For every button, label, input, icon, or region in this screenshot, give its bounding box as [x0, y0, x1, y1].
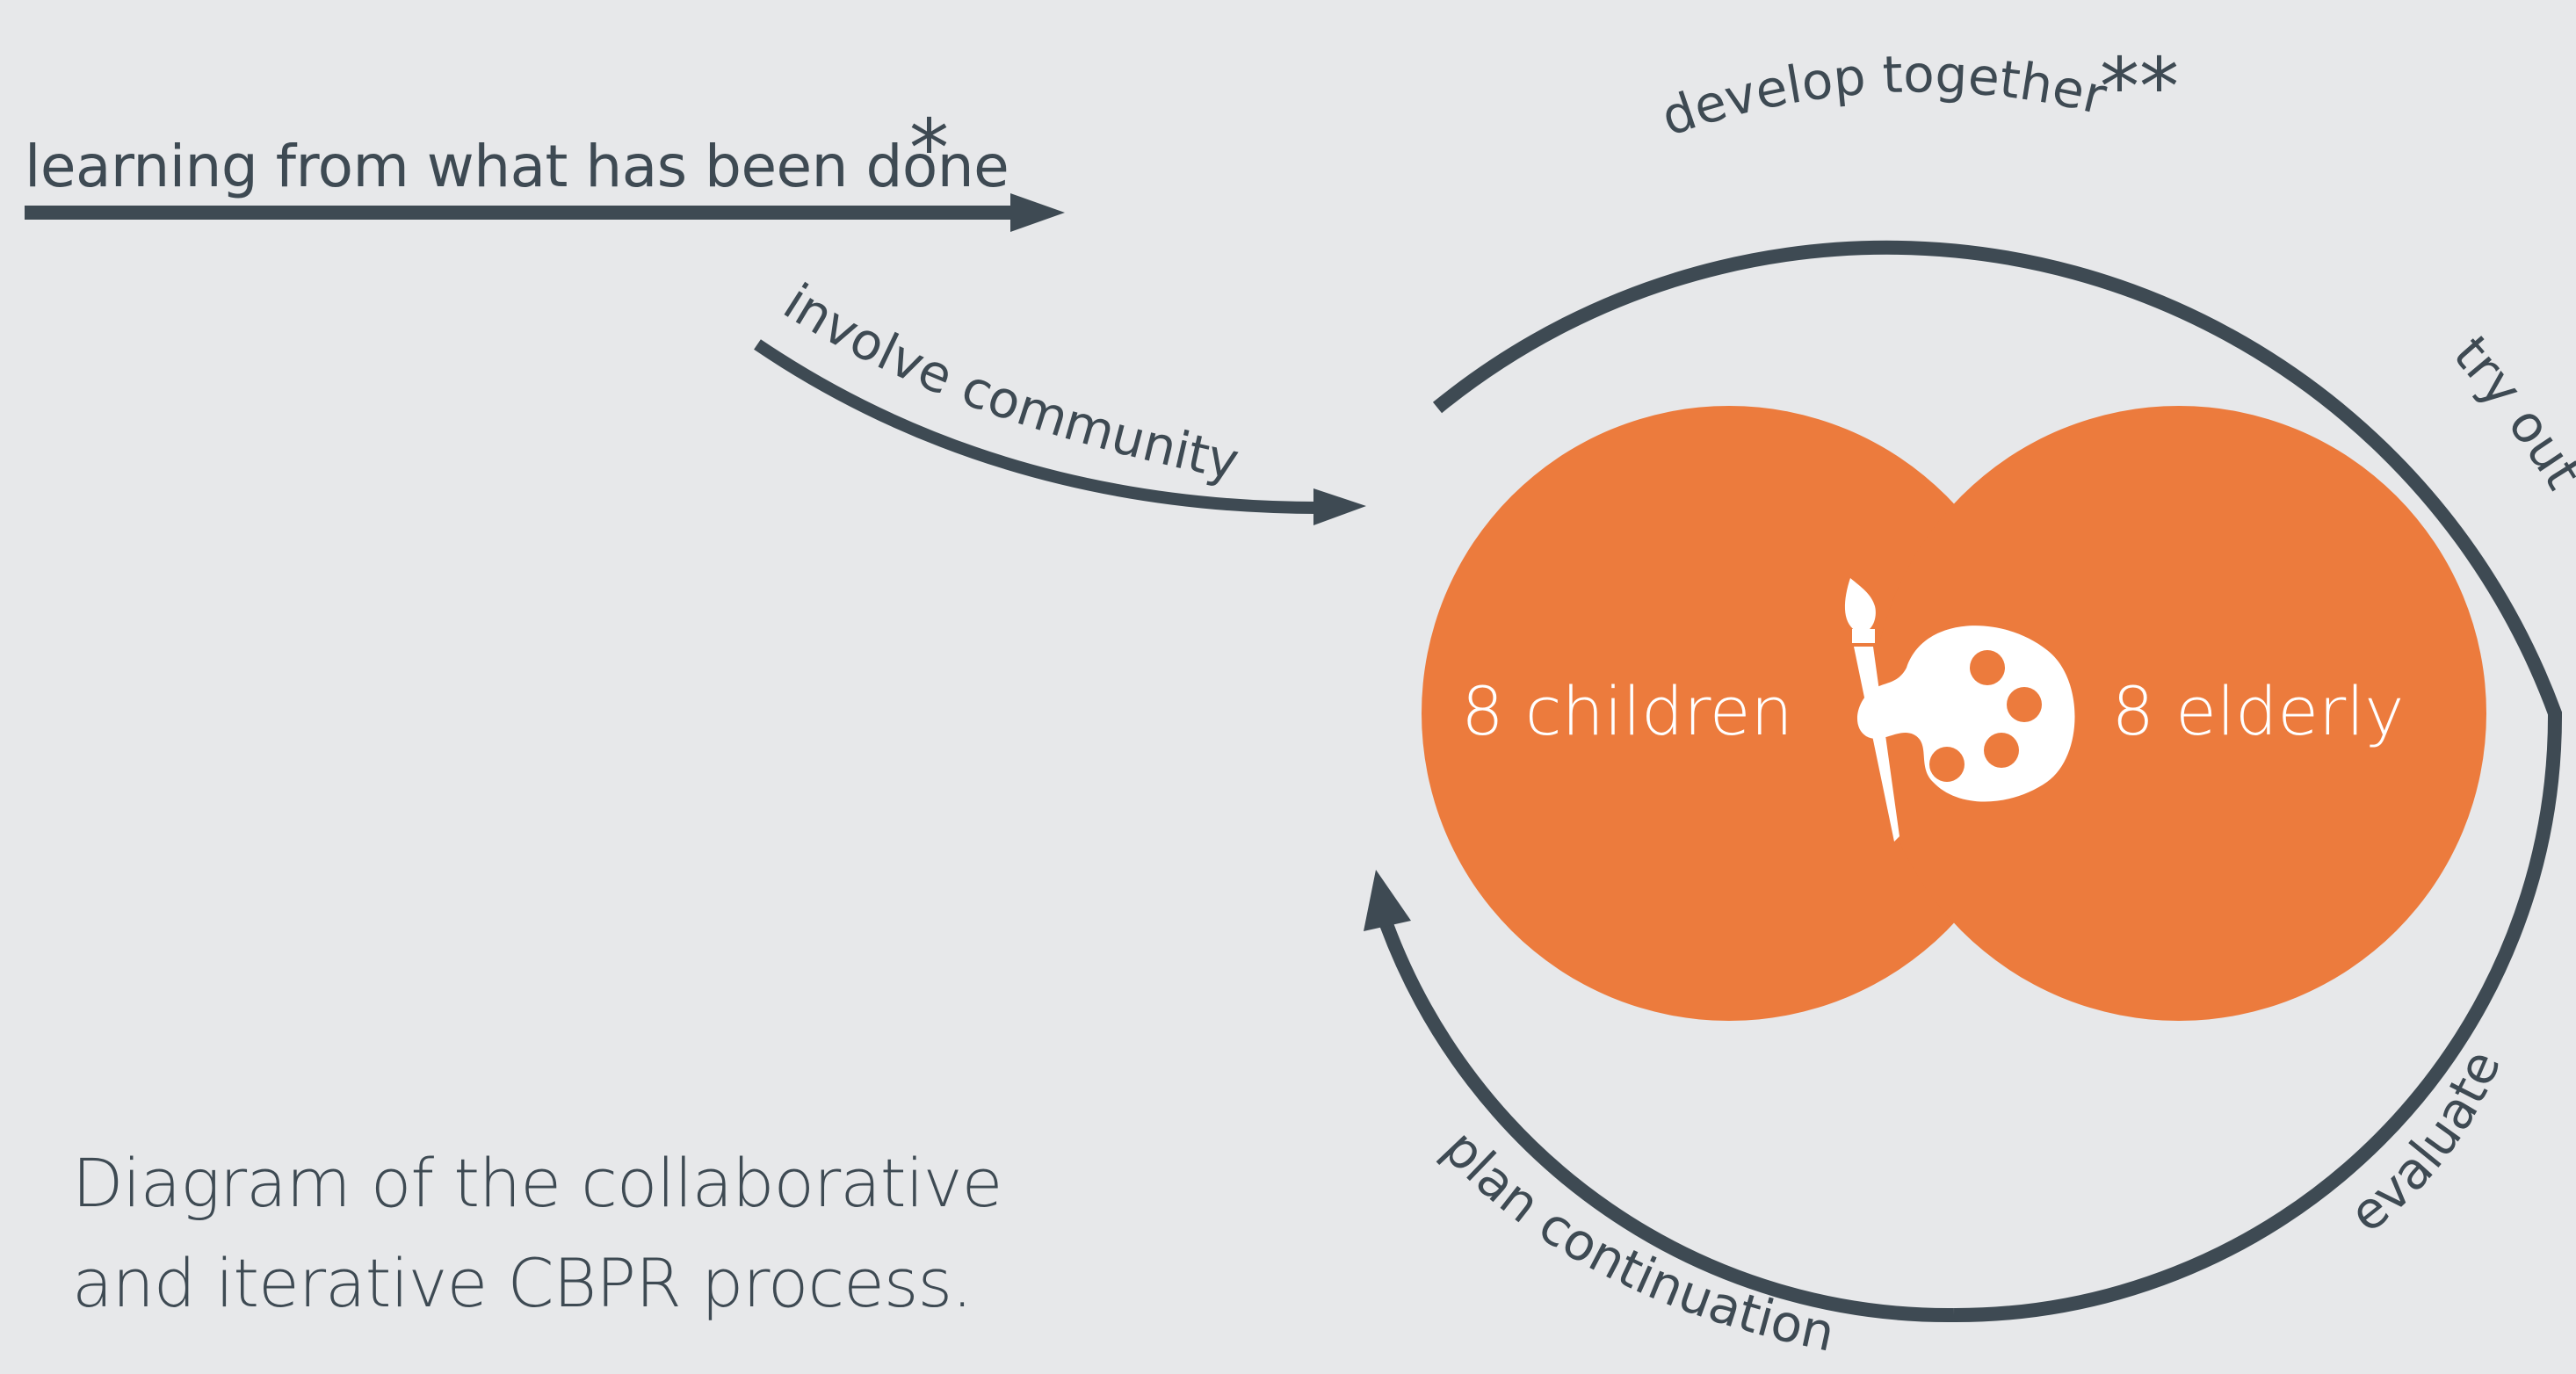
involve-arrow — [754, 339, 1366, 525]
learning-asterisk: * — [909, 103, 949, 195]
elderly-label: 8 elderly — [2112, 672, 2405, 750]
learning-arrow — [25, 193, 1065, 232]
participant-circles — [1422, 406, 2486, 1021]
develop-asterisks: ** — [2100, 41, 2179, 134]
plan-label: plan continuation — [1432, 1118, 1840, 1363]
caption-line-1: Diagram of the collaborative — [72, 1144, 1002, 1222]
learning-label: learning from what has been done — [25, 133, 1009, 200]
children-label: 8 children — [1461, 672, 1792, 750]
children-circle — [1422, 406, 2037, 1021]
caption-line-2: and iterative CBPR process. — [72, 1244, 973, 1322]
cycle-arc-outer — [1432, 240, 2563, 1323]
tryout-label: try out — [2442, 324, 2576, 499]
evaluate-label: evaluate — [2339, 1042, 2513, 1244]
elderly-circle — [1871, 406, 2486, 1021]
cycle-arc-return — [1364, 870, 1955, 1323]
palette-brush-icon — [1844, 578, 2075, 842]
develop-label: develop together — [1653, 44, 2112, 148]
diagram-caption: Diagram of the collaborative and iterati… — [72, 1133, 1126, 1334]
